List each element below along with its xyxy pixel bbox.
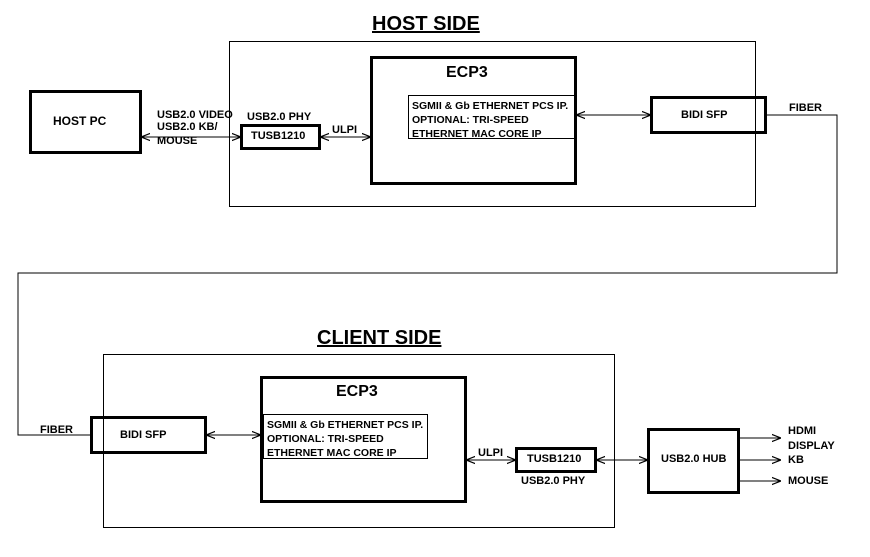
- host-side-title: HOST SIDE: [372, 13, 480, 35]
- host-pc-label: HOST PC: [53, 114, 107, 128]
- usb-hub-label: USB2.0 HUB: [661, 453, 727, 465]
- client-side-title: CLIENT SIDE: [317, 327, 442, 349]
- output-kb-label: KB: [788, 454, 804, 466]
- client-phy-label: USB2.0 PHY: [521, 475, 586, 487]
- output-hdmi-label: HDMI: [788, 425, 817, 437]
- client-bidi-sfp-box: [90, 416, 207, 454]
- client-tusb-label: TUSB1210: [527, 453, 582, 465]
- fiber-cable: [17, 114, 838, 436]
- host-tusb-box: [240, 124, 321, 150]
- client-ip-line-1: SGMII & Gb ETHERNET PCS IP.: [267, 419, 424, 431]
- host-fiber-label: FIBER: [789, 102, 822, 114]
- host-usb-label-3: MOUSE: [157, 135, 198, 147]
- host-pc-box: [29, 90, 142, 154]
- client-ulpi-label: ULPI: [478, 447, 504, 459]
- host-ip-block: SGMII & Gb ETHERNET PCS IP. OPTIONAL: TR…: [408, 95, 577, 140]
- client-ip-line-3: ETHERNET MAC CORE IP: [267, 447, 397, 459]
- host-ecp3-box: [370, 56, 577, 185]
- output-display-label: DISPLAY: [788, 440, 835, 452]
- usb-hub-box: [647, 428, 740, 494]
- host-phy-label: USB2.0 PHY: [247, 111, 312, 123]
- host-side-frame: [229, 41, 756, 207]
- client-ip-block: SGMII & Gb ETHERNET PCS IP. OPTIONAL: TR…: [263, 414, 428, 459]
- client-side-frame: [103, 354, 615, 528]
- host-usb-label-1: USB2.0 VIDEO: [157, 109, 233, 121]
- client-tusb-box: [515, 447, 597, 473]
- client-ecp3-box: [260, 376, 467, 503]
- host-bidi-sfp-label: BIDI SFP: [681, 109, 728, 121]
- client-ecp3-label: ECP3: [336, 383, 378, 400]
- host-ecp3-label: ECP3: [446, 64, 488, 81]
- client-fiber-label: FIBER: [40, 424, 73, 436]
- host-ip-line-2: OPTIONAL: TRI-SPEED: [412, 114, 529, 126]
- client-bidi-sfp-label: BIDI SFP: [120, 429, 167, 441]
- client-ip-line-2: OPTIONAL: TRI-SPEED: [267, 433, 384, 445]
- host-ip-line-1: SGMII & Gb ETHERNET PCS IP.: [412, 100, 569, 112]
- host-bidi-sfp-box: [650, 96, 767, 134]
- host-usb-label-2: USB2.0 KB/: [157, 121, 218, 133]
- host-ip-line-3: ETHERNET MAC CORE IP: [412, 128, 542, 140]
- host-ulpi-label: ULPI: [332, 124, 358, 136]
- host-tusb-label: TUSB1210: [251, 130, 306, 142]
- output-mouse-label: MOUSE: [788, 475, 829, 487]
